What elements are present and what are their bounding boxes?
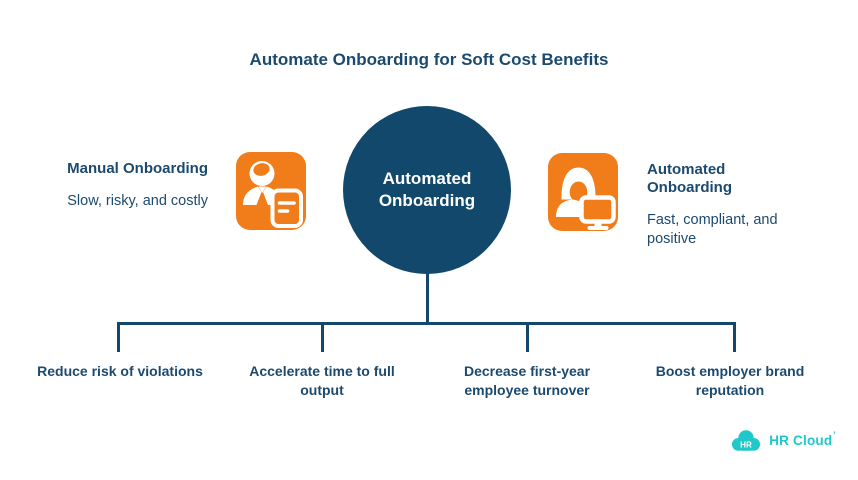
benefit-label-decrease-turnover: Decrease first-year employee turnover bbox=[463, 363, 591, 398]
automated-onboarding-heading: Automated Onboarding bbox=[647, 161, 732, 196]
connector-stem bbox=[426, 272, 429, 324]
cloud-icon: HR bbox=[729, 427, 763, 454]
logo-badge-text: HR bbox=[740, 440, 752, 449]
logo-trademark-mark: ’ bbox=[833, 430, 836, 440]
benefit-label-accelerate-output: Accelerate time to full output bbox=[249, 363, 395, 398]
automated-onboarding-circle: Automated Onboarding bbox=[343, 106, 511, 274]
connector-horizontal-line bbox=[117, 322, 736, 325]
automated-onboarding-block: Automated Onboarding Fast, compliant, an… bbox=[647, 161, 807, 249]
connector-tick bbox=[526, 322, 529, 352]
manual-onboarding-block: Manual Onboarding Slow, risky, and costl… bbox=[0, 160, 208, 211]
connector-tick bbox=[733, 322, 736, 352]
connector-tick bbox=[117, 322, 120, 352]
person-monitor-icon bbox=[548, 153, 618, 231]
connector-tick bbox=[321, 322, 324, 352]
benefit-label-reduce-risk: Reduce risk of violations bbox=[37, 363, 203, 379]
benefit-label-boost-brand: Boost employer brand reputation bbox=[655, 363, 805, 398]
automated-onboarding-subtext: Fast, compliant, and positive bbox=[647, 212, 778, 247]
person-document-icon bbox=[236, 152, 306, 230]
page-title: Automate Onboarding for Soft Cost Benefi… bbox=[249, 50, 609, 69]
manual-onboarding-subtext: Slow, risky, and costly bbox=[67, 193, 208, 209]
manual-onboarding-heading: Manual Onboarding bbox=[67, 160, 208, 177]
hr-cloud-logo: HR HR Cloud’ bbox=[729, 427, 836, 454]
logo-wordmark: HR Cloud’ bbox=[769, 430, 836, 448]
logo-wordmark-text: HR Cloud bbox=[769, 433, 833, 448]
circle-label: Automated Onboarding bbox=[378, 169, 476, 210]
